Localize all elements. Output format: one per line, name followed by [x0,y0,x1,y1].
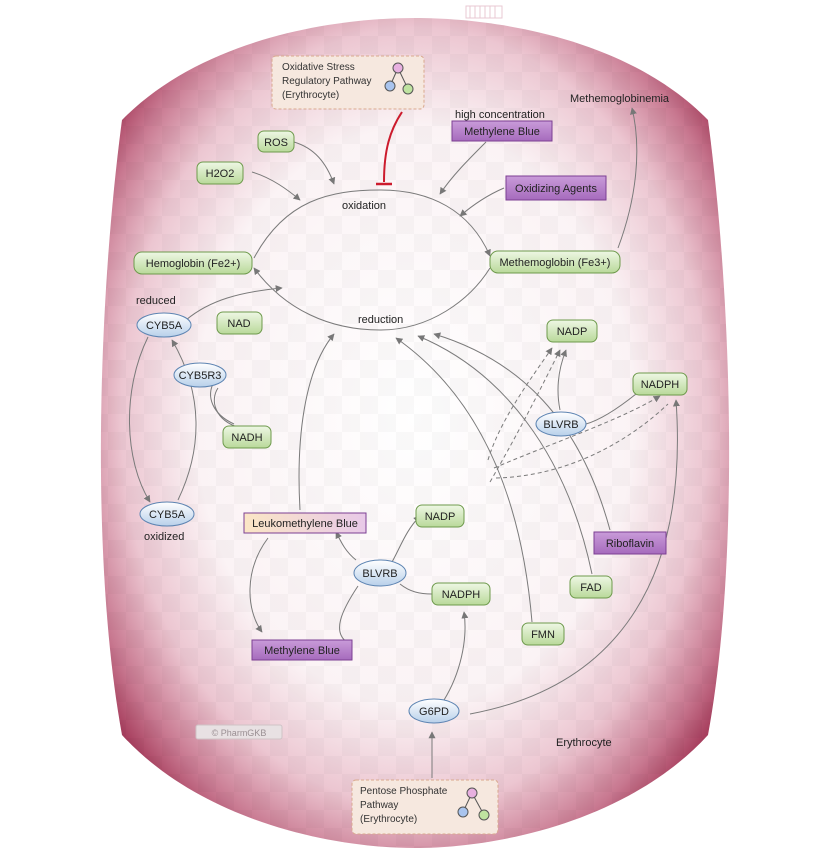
pathway-top-line1: Oxidative Stress [282,62,355,73]
hemoglobin-node[interactable]: Hemoglobin (Fe2+) [133,251,253,275]
fmn-label: FMN [531,629,555,641]
erythrocyte-cell [100,18,730,848]
blvrb-right-node[interactable]: BLVRB [535,411,587,437]
pathway-network-icon [457,787,490,821]
leukomethylene-blue-node[interactable]: Leukomethylene Blue [243,512,367,534]
pathway-bottom-line3: (Erythrocyte) [360,814,417,825]
nadph-to-blvrb-center [399,583,433,595]
pathway-top-line2: Regulatory Pathway [282,76,372,87]
nadp-center-label: NADP [425,511,456,523]
blvrb-right-nadp-edge [557,349,567,411]
reduction-label: reduction [358,314,403,326]
cyb5a-cycle-right [171,339,197,501]
high-concentration-label: high concentration [455,109,545,121]
oxidizing-agents-label: Oxidizing Agents [515,183,597,195]
fad-edge [417,335,593,575]
nadph-center-label: NADPH [442,589,481,601]
nadph-right-label: NADPH [641,379,680,391]
nadph-right-blvrb-edge [585,393,637,425]
g6pd-to-nadph-right [469,399,680,715]
reduced-label: reduced [136,295,176,307]
cyb5a-oxidized-node[interactable]: CYB5A [139,501,195,527]
h2o2-node[interactable]: H2O2 [196,161,244,185]
cyb5a-to-reduction-edge [185,285,283,321]
pathway-bottom-line1: Pentose Phosphate [360,786,448,797]
oxidation-label: oxidation [342,200,386,212]
copyright-label: © PharmGKB [212,728,267,738]
nadph-center-node[interactable]: NADPH [431,582,491,606]
methemoglobin-node[interactable]: Methemoglobin (Fe3+) [489,250,621,274]
methylene-blue-bottom-label: Methylene Blue [264,645,340,657]
reduction-arc [253,267,491,331]
nad-node[interactable]: NAD [216,311,263,335]
blvrb-dash-4 [495,403,669,479]
nad-label: NAD [227,318,250,330]
membrane-icon [465,5,503,19]
nadp-right-label: NADP [557,326,588,338]
erythrocyte-label: Erythrocyte [556,737,612,749]
leukomethylene-to-reduction-edge [298,333,335,511]
fmn-node[interactable]: FMN [521,622,565,646]
methylene-blue-bottom-node[interactable]: Methylene Blue [251,639,353,661]
pathway-network-icon [384,62,414,95]
blvrb-dash-3 [493,395,661,469]
oxidative-stress-pathway-box[interactable]: Oxidative Stress Regulatory Pathway (Ery… [271,55,425,110]
h2o2-edge [251,171,301,201]
blvrb-center-label: BLVRB [362,568,397,580]
g6pd-label: G6PD [419,706,449,718]
cyb5r3-label: CYB5R3 [179,370,222,382]
methylene-blue-top-label: Methylene Blue [464,126,540,138]
ros-node[interactable]: ROS [257,130,295,153]
methylene-blue-top-node[interactable]: Methylene Blue [451,120,553,142]
nadp-center-node[interactable]: NADP [415,504,465,528]
riboflavin-edge [433,332,611,531]
ros-edge [293,141,336,185]
h2o2-label: H2O2 [206,168,235,180]
methemoglobin-label: Methemoglobin (Fe3+) [500,257,611,269]
nadph-right-node[interactable]: NADPH [632,372,688,396]
fad-node[interactable]: FAD [569,575,613,599]
fmn-edge [395,337,533,623]
riboflavin-label: Riboflavin [606,538,654,550]
cyb5a-reduced-node[interactable]: CYB5A [136,312,192,338]
oxidizing-agents-edge [459,187,505,217]
cyb5a-oxidized-label: CYB5A [149,509,186,521]
blvrb-center-node[interactable]: BLVRB [353,559,407,587]
blvrb-center-to-leuko [335,531,357,561]
oxidized-label: oxidized [144,531,184,543]
nadp-right-node[interactable]: NADP [546,319,598,343]
methemoglobinemia-label: Methemoglobinemia [570,93,670,105]
blvrb-dash-1 [487,347,553,461]
cyb5a-reduced-label: CYB5A [146,320,183,332]
cyb5r3-node[interactable]: CYB5R3 [173,362,227,388]
fad-label: FAD [580,582,601,594]
inhibition-edge [383,111,403,183]
pathway-top-line3: (Erythrocyte) [282,90,339,101]
nadh-node[interactable]: NADH [222,425,272,449]
methylene-blue-top-edge [439,141,487,195]
riboflavin-node[interactable]: Riboflavin [593,531,667,555]
leukomethylene-blue-label: Leukomethylene Blue [252,518,358,530]
methemoglobinemia-edge [617,107,638,249]
nadh-label: NADH [231,432,262,444]
copyright-badge: © PharmGKB [195,724,283,740]
pentose-phosphate-pathway-box[interactable]: Pentose Phosphate Pathway (Erythrocyte) [351,779,499,835]
pathway-bottom-line2: Pathway [360,800,398,811]
g6pd-to-nadph-center [443,611,469,701]
g6pd-node[interactable]: G6PD [408,698,460,724]
cyb5a-cycle-left [129,336,151,503]
oxidation-arc [253,189,491,259]
mb-to-leuko-edge [249,537,269,633]
oxidizing-agents-node[interactable]: Oxidizing Agents [505,175,607,201]
blvrb-right-label: BLVRB [543,419,578,431]
ros-label: ROS [264,137,288,149]
blvrb-dash-2 [489,349,561,483]
hemoglobin-label: Hemoglobin (Fe2+) [146,258,240,270]
